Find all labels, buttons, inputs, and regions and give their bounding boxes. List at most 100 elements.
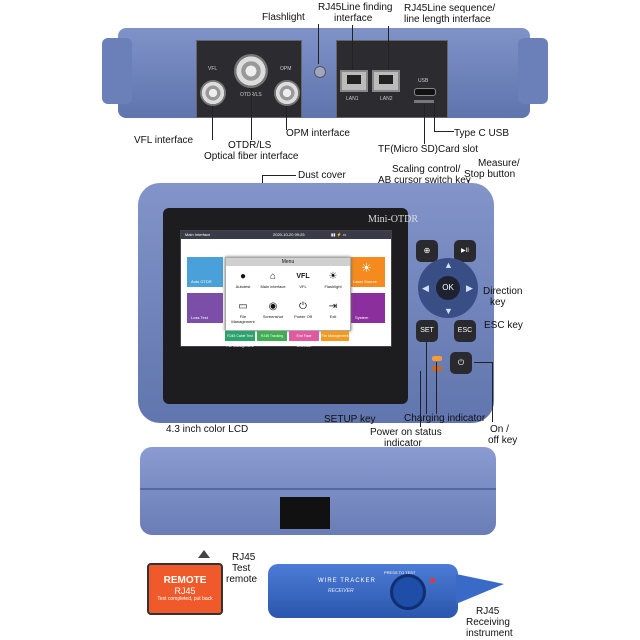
leader-line — [212, 106, 213, 140]
menu-item-icon: ⌂ — [269, 271, 277, 282]
remote-label-3: remote — [226, 574, 258, 585]
rj45-finding-label-2: interface — [334, 13, 373, 24]
measure-label-2: Stop button — [464, 169, 516, 180]
arrow-down-icon[interactable]: ▼ — [444, 306, 453, 316]
dust-cover-label: Dust cover — [298, 170, 346, 181]
bottom-tab-file-management[interactable]: File Management — [321, 331, 349, 341]
lcd-screen: Main Interface 2020-10-20 09:25 ▮▮ ⚡ ▭ A… — [180, 230, 392, 348]
side-slot — [280, 497, 330, 529]
arrow-up-icon — [198, 550, 210, 558]
leader-line — [286, 106, 287, 130]
leader-line — [388, 26, 389, 70]
menu-item-label: Exit — [329, 314, 337, 319]
direction-pad[interactable]: ▲ ▼ ◀ ▶ OK — [418, 258, 478, 318]
menu-item-icon: ● — [239, 271, 247, 282]
bottom-tab-cable-test[interactable]: RJ45 Cable Test File Management — [225, 331, 255, 348]
arrow-right-icon[interactable]: ▶ — [466, 283, 473, 293]
receiver-label: RJ45 — [476, 606, 500, 617]
leader-line — [424, 104, 425, 144]
lan1-label: LAN1 — [346, 96, 359, 102]
power-status-label: Power on status — [370, 427, 442, 438]
power-status-label-2: indicator — [384, 438, 422, 449]
power-led — [432, 366, 442, 371]
flashlight-label: Flashlight — [262, 12, 305, 23]
menu-item-label: File Management — [231, 314, 255, 324]
esc-label: ESC — [457, 327, 473, 334]
charging-indicator-label: Charging indicator — [404, 413, 486, 424]
menu-item[interactable]: ⏻Power Off — [288, 298, 318, 326]
otdr-port-label: OTDR/LS — [240, 92, 262, 98]
vfl-port-label: VFL — [208, 66, 218, 72]
tile-label: Loss Test — [191, 315, 208, 320]
device-top-right-bumper — [518, 38, 548, 104]
scaling-control-label: Scaling control/ — [392, 164, 461, 175]
menu-item-label: VFL — [299, 284, 307, 289]
arrow-left-icon[interactable]: ◀ — [422, 283, 429, 293]
lan2-port — [372, 70, 400, 92]
measure-label: Measure/ — [478, 158, 520, 169]
menu-item[interactable]: ◉ Screenshot — [258, 298, 288, 326]
lcd-label: 4.3 inch color LCD — [166, 424, 249, 435]
menu-item[interactable]: ⌂Main interface — [258, 268, 288, 296]
bottom-tab-label: File Management — [321, 334, 349, 338]
power-button[interactable]: ⏻ — [450, 352, 472, 374]
tile-laser-source[interactable]: ☀Laser Source — [349, 257, 385, 287]
zoom-icon: ⊕ — [423, 246, 431, 255]
menu-item-label: Screenshot — [262, 314, 284, 319]
menu-item[interactable]: ●Autotest — [228, 268, 258, 296]
remote-label: RJ45 — [232, 552, 256, 563]
tile-loss-test[interactable]: Loss Test — [187, 293, 223, 323]
bottom-tab-tracking[interactable]: RJ45 Tracking — [257, 331, 287, 341]
menu-item-icon: VFL — [296, 273, 310, 280]
receiver-test-button[interactable] — [390, 574, 426, 610]
leader-line — [426, 342, 427, 414]
lan2-label: LAN2 — [380, 96, 393, 102]
leader-line — [474, 362, 492, 363]
screen-datetime: 2020-10-20 09:25 — [273, 232, 305, 237]
otdr-port — [234, 54, 268, 88]
menu-item[interactable]: VFL VFL — [288, 268, 318, 296]
set-label: SET — [420, 327, 434, 334]
charging-led — [432, 356, 442, 361]
type-c-label: Type C USB — [454, 128, 510, 139]
menu-item[interactable]: ⇥Exit — [318, 298, 348, 326]
bottom-tab-label: RJ45 Tracking — [260, 334, 284, 338]
menu-item[interactable]: ☀Flashlight — [318, 268, 348, 296]
opm-port — [274, 80, 300, 106]
leader-line — [434, 131, 454, 132]
screen-title: Main Interface — [185, 232, 211, 237]
measure-button[interactable]: ▶II — [454, 240, 476, 262]
rj45-sequence-label: RJ45Line sequence/ — [404, 3, 496, 14]
scale-button[interactable]: ⊕ — [416, 240, 438, 262]
menu-item[interactable]: ▭File Management — [228, 298, 258, 326]
type-c-port — [414, 88, 436, 96]
tile-label: System — [355, 315, 369, 320]
vfl-port — [200, 80, 226, 106]
leader-line — [492, 362, 493, 422]
tile-auto-otdr[interactable]: Auto OTDR — [187, 257, 223, 287]
remote-title: REMOTE — [163, 575, 207, 586]
ok-button[interactable]: OK — [436, 276, 460, 300]
menu-item-icon: ◉ — [268, 301, 278, 312]
menu-item-label: Flashlight — [324, 284, 342, 289]
leader-line — [262, 175, 296, 176]
set-button[interactable]: SET — [416, 320, 438, 342]
menu-item-icon: ⏻ — [299, 301, 307, 312]
leader-line — [420, 371, 421, 427]
power-icon: ⏻ — [457, 358, 465, 367]
rj45-sequence-label-2: line length interface — [404, 14, 491, 25]
remote-note: Test completed, put back — [157, 596, 213, 602]
opm-port-label: OPM — [280, 66, 292, 72]
esc-button[interactable]: ESC — [454, 320, 476, 342]
rj45-finding-label: RJ45Line finding — [318, 2, 393, 13]
vfl-interface-label: VFL interface — [134, 135, 194, 146]
ok-label: OK — [442, 283, 454, 292]
receiver-subtitle: RECEIVER — [328, 588, 354, 594]
leader-line — [262, 175, 263, 187]
tile-system[interactable]: System — [349, 293, 385, 323]
status-bar: Main Interface 2020-10-20 09:25 ▮▮ ⚡ ▭ — [181, 231, 391, 239]
bottom-tab-end-face[interactable]: End Face Detection — [289, 331, 319, 348]
receiver-label-3: instrument — [466, 628, 513, 639]
arrow-up-icon[interactable]: ▲ — [444, 260, 453, 270]
